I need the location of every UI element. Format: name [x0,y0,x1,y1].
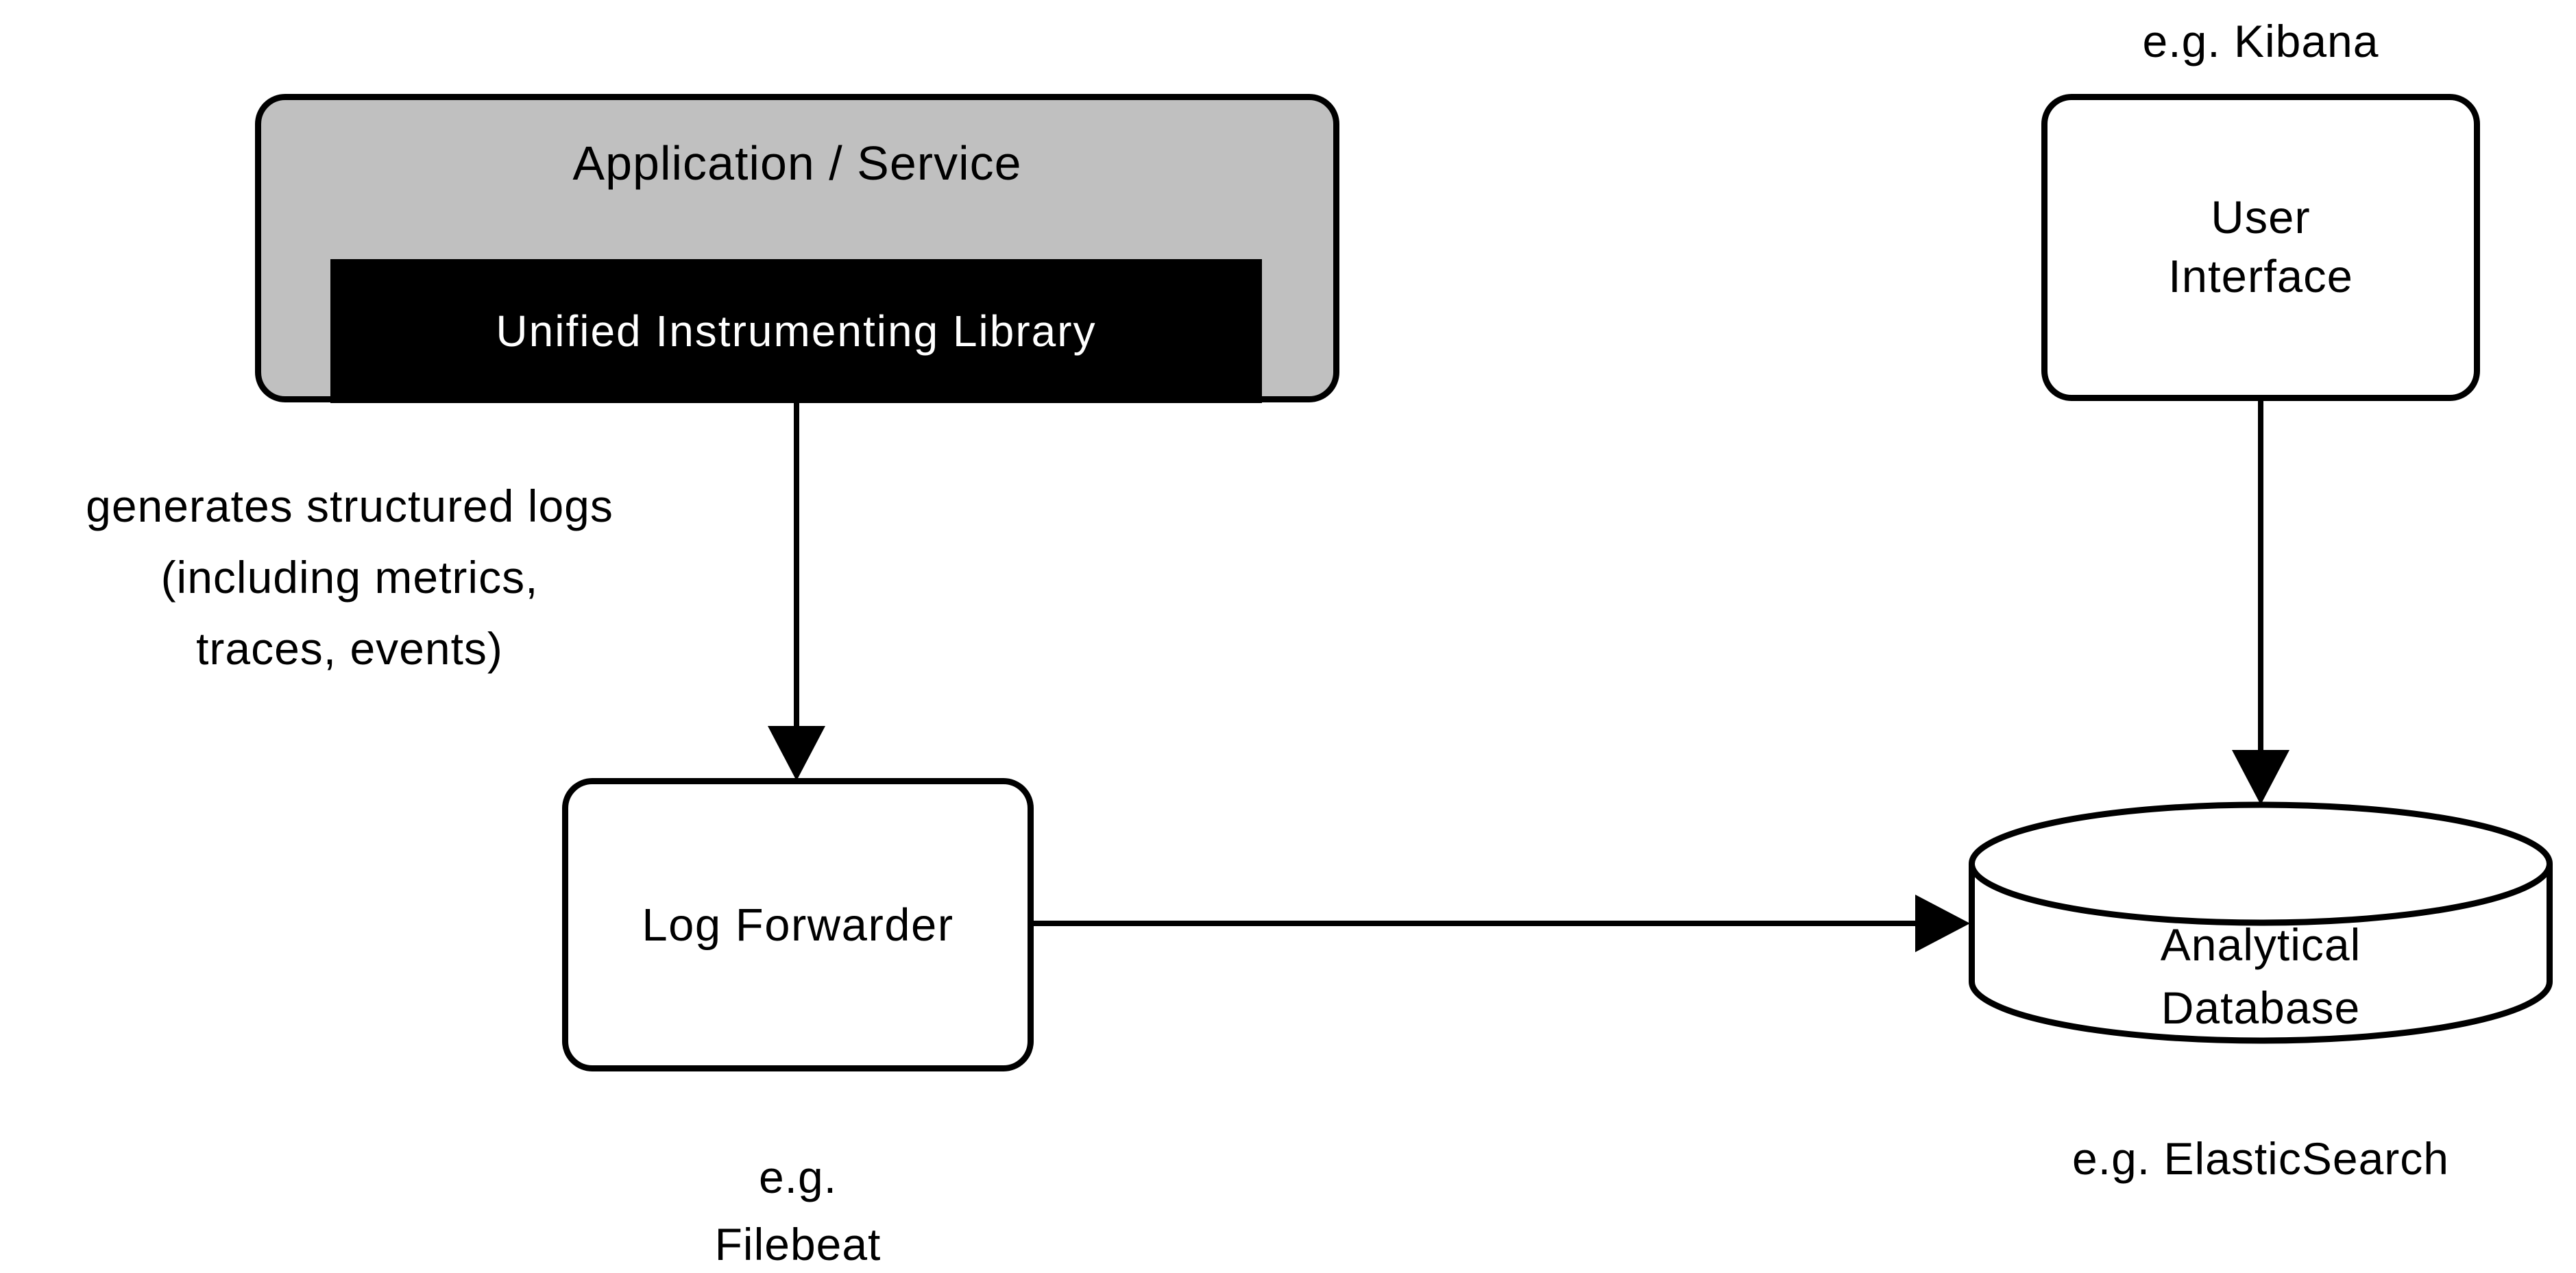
node-unified-instrumenting-library: Unified Instrumenting Library [330,259,1262,403]
arrow-ui-to-database [2232,401,2289,805]
edge-note-generates-structured-logs: generates structured logs (including met… [86,481,613,674]
user-interface-label: User Interface [2168,192,2353,302]
arrow-forwarder-to-database [1034,895,1970,952]
node-user-interface: User Interface [2041,94,2480,401]
arrow-library-to-forwarder [768,403,825,781]
database-cylinder-icon [1969,801,2553,1044]
arrow-head-icon [2232,750,2289,805]
log-forwarder-label: Log Forwarder [642,899,954,951]
arrow-head-icon [768,726,825,781]
database-example: e.g. ElasticSearch [2072,1133,2449,1184]
application-service-label: Application / Service [572,136,1022,190]
arrow-head-icon [1915,895,1970,952]
cylinder-top [1969,801,2553,926]
database-label: Analytical Database [2160,919,2361,1033]
user-interface-example: e.g. Kibana [2142,16,2379,66]
library-label: Unified Instrumenting Library [496,306,1097,356]
node-log-forwarder: Log Forwarder [562,778,1034,1071]
log-forwarder-example: e.g. Filebeat [714,1152,882,1270]
node-application-service: Application / Service Unified Instrument… [255,94,1339,403]
